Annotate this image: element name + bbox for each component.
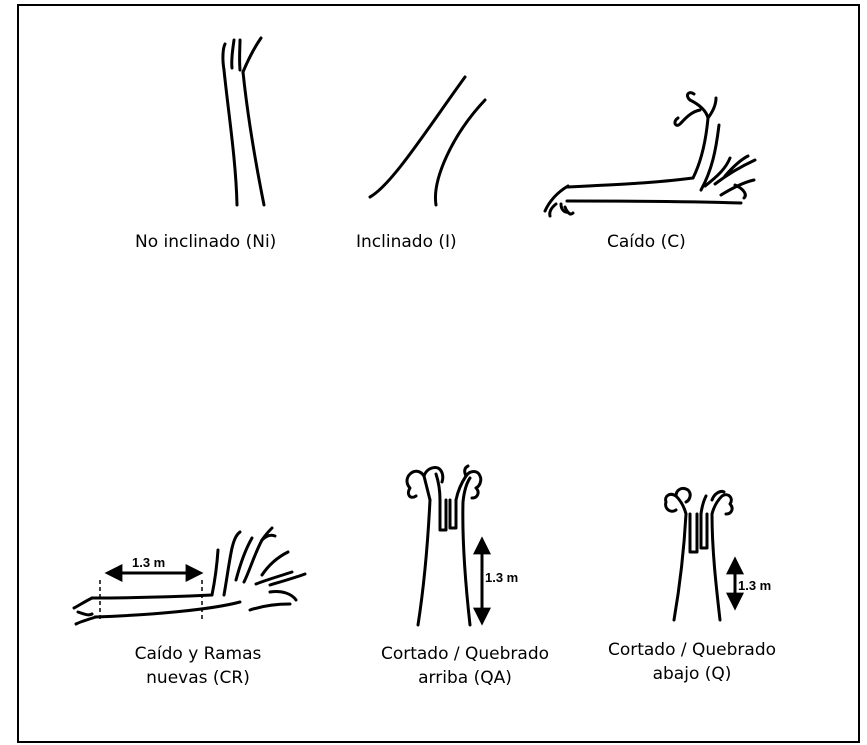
caption-broken-high: Cortado / Quebrado arriba (QA)	[365, 642, 565, 690]
caption-fallen: Caído (C)	[607, 232, 686, 252]
caption-fallen-new-branches-line2: nuevas (CR)	[146, 668, 250, 688]
caption-broken-low: Cortado / Quebrado abajo (Q)	[592, 638, 792, 686]
caption-fallen-new-branches-line1: Caído y Ramas	[134, 644, 262, 664]
caption-broken-high-line2: arriba (QA)	[418, 668, 512, 688]
measure-label-q: 1.3 m	[738, 578, 772, 593]
caption-inclined: Inclinado (I)	[356, 232, 457, 252]
tree-broken-high-sketch	[405, 464, 483, 627]
caption-broken-high-line1: Cortado / Quebrado	[380, 644, 550, 664]
tree-fallen-new-branches-sketch	[72, 526, 307, 626]
caption-broken-low-line2: abajo (Q)	[652, 664, 732, 684]
caption-fallen-new-branches: Caído y Ramas nuevas (CR)	[108, 642, 288, 690]
measure-label-qa: 1.3 m	[485, 570, 519, 585]
caption-broken-low-line1: Cortado / Quebrado	[607, 640, 777, 660]
tree-upright-sketch	[221, 36, 266, 207]
measure-label-cr: 1.3 m	[132, 555, 166, 570]
tree-leaning-sketch	[368, 75, 487, 207]
caption-not-inclined: No inclinado (Ni)	[135, 232, 277, 252]
tree-fallen-sketch	[543, 91, 757, 218]
tree-broken-low-sketch	[664, 486, 734, 622]
